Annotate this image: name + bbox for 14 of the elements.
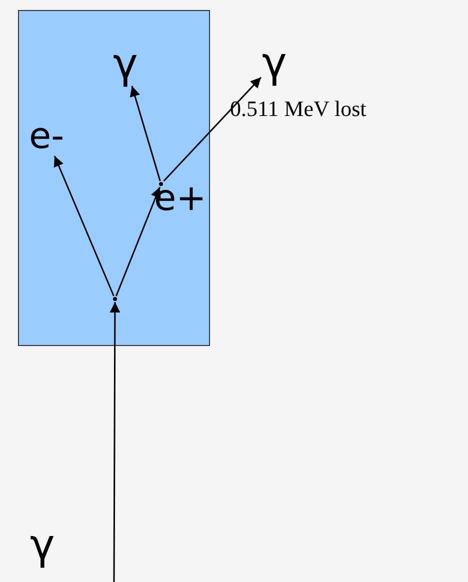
particle-track-arrow — [110, 302, 120, 582]
particle-track-arrow — [116, 186, 161, 296]
particle-label: e+ — [154, 181, 206, 217]
energy-note: 0.511 MeV lost — [230, 98, 366, 120]
photon-symbol: γ — [113, 43, 138, 85]
interaction-vertex — [159, 182, 163, 186]
particle-label: e- — [29, 119, 64, 155]
interaction-vertex — [113, 297, 117, 301]
detector-block — [18, 10, 210, 346]
photon-symbol: γ — [30, 524, 55, 566]
particle-track-arrow — [54, 156, 114, 296]
photon-symbol: γ — [262, 42, 287, 84]
particle-track-arrow — [130, 86, 161, 182]
particle-track-arrow — [163, 76, 262, 182]
